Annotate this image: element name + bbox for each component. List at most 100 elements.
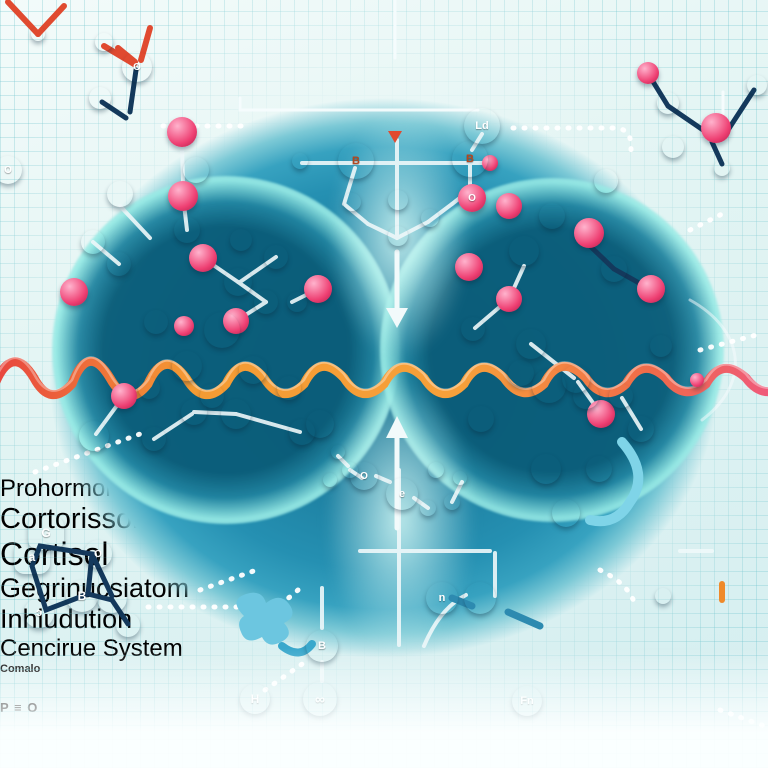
molecule-sphere [508,360,534,386]
molecule-sphere [95,33,113,51]
sphere-ring-g: G [28,516,64,550]
molecule-sphere [662,136,684,158]
signal-wave-highlight [0,356,768,393]
molecule-sphere [539,203,565,229]
molecule-sphere [587,400,615,428]
molecule-sphere [239,356,267,384]
molecule-sphere [509,236,539,266]
molecule-sphere [97,583,127,613]
molecule-sphere [304,275,332,303]
molecule-sphere [657,92,679,114]
molecule-sphere [594,169,618,193]
sphere-n-right: n [426,582,458,614]
sphere-ring-o: O [84,540,112,568]
sphere-pink-o: O [458,184,486,212]
molecule-sphere [200,384,224,408]
molecule-sphere [690,373,704,387]
molecule-sphere [516,329,546,359]
molecule-sphere [89,87,111,109]
molecule-sphere [107,181,133,207]
bottom-fade [0,648,768,768]
navy-bonds [29,67,757,627]
top-left-red-sticks [5,0,153,67]
sphere-o-center: O [350,462,378,490]
molecule-sphere [142,427,166,451]
molecule-sphere [79,421,109,451]
molecule-sphere [532,369,566,403]
white-connectors [238,0,737,422]
molecule-sphere [420,500,436,516]
molecule-sphere [167,117,197,147]
small-red-arrowhead [388,131,402,143]
molecule-sphere [254,290,278,314]
molecule-sphere [223,308,249,334]
sphere-ld: Ld [464,108,500,144]
sphere-ring-a: a [14,540,50,574]
molecule-sphere [573,383,599,409]
molecule-sphere [637,62,659,84]
molecule-sphere [464,582,496,614]
molecule-sphere [287,292,307,312]
molecule-sphere [116,613,140,637]
molecule-sphere [174,316,194,336]
molecule-sphere [204,312,240,348]
molecule-sphere [655,588,671,604]
molecule-sphere [107,252,131,276]
molecule-sphere [277,376,301,400]
molecule-sphere [628,416,654,442]
molecule-sphere [574,218,604,248]
molecule-sphere [455,253,483,281]
molecule-sphere [230,229,252,251]
up-arrow [386,416,408,531]
molecule-sphere [650,335,672,357]
molecule-sphere [482,155,498,171]
molecule-sphere [168,181,198,211]
molecule-sphere [60,278,88,306]
molecule-sphere [189,244,217,272]
molecule-sphere [388,226,408,246]
molecule-sphere [323,473,337,487]
molecule-sphere [111,383,137,409]
molecule-sphere [388,190,408,210]
molecule-sphere [81,230,105,254]
molecule-sphere [453,471,467,485]
molecule-sphere [421,209,439,227]
molecule-sphere [609,384,633,408]
molecule-sphere [172,351,202,381]
molecule-sphere [428,462,444,478]
molecule-sphere [264,245,288,269]
molecule-sphere [531,454,561,484]
molecule-sphere [138,377,160,399]
molecule-sphere [586,456,612,482]
down-arrow [386,249,408,328]
molecule-sphere [174,217,200,243]
molecule-sphere [331,445,345,459]
molecule-sphere [292,153,308,169]
sphere-left-edge-o: O [0,156,22,184]
molecule-sphere [221,399,251,429]
molecule-sphere [461,317,485,341]
sphere-e-center: e [386,478,418,510]
molecule-sphere [552,499,580,527]
molecule-sphere [701,113,731,143]
molecule-sphere [224,268,252,296]
sphere-ring-b: B [66,580,98,612]
sphere-gold-b2: B [452,141,488,177]
molecule-sphere [747,75,767,95]
molecule-sphere [306,410,334,438]
sphere-ring-c: ɔ [24,598,54,628]
molecule-sphere [468,406,494,432]
molecule-sphere [444,494,460,510]
molecule-sphere [601,256,627,282]
signal-wave [0,356,768,400]
molecule-sphere [637,275,665,303]
molecule-sphere [496,286,522,312]
molecule-sphere [496,193,522,219]
sphere-gold-b1: B [338,143,374,179]
sphere-tl-o: O [122,52,152,82]
molecule-sphere [144,310,168,334]
molecule-sphere [343,193,361,211]
molecule-sphere [714,160,730,176]
